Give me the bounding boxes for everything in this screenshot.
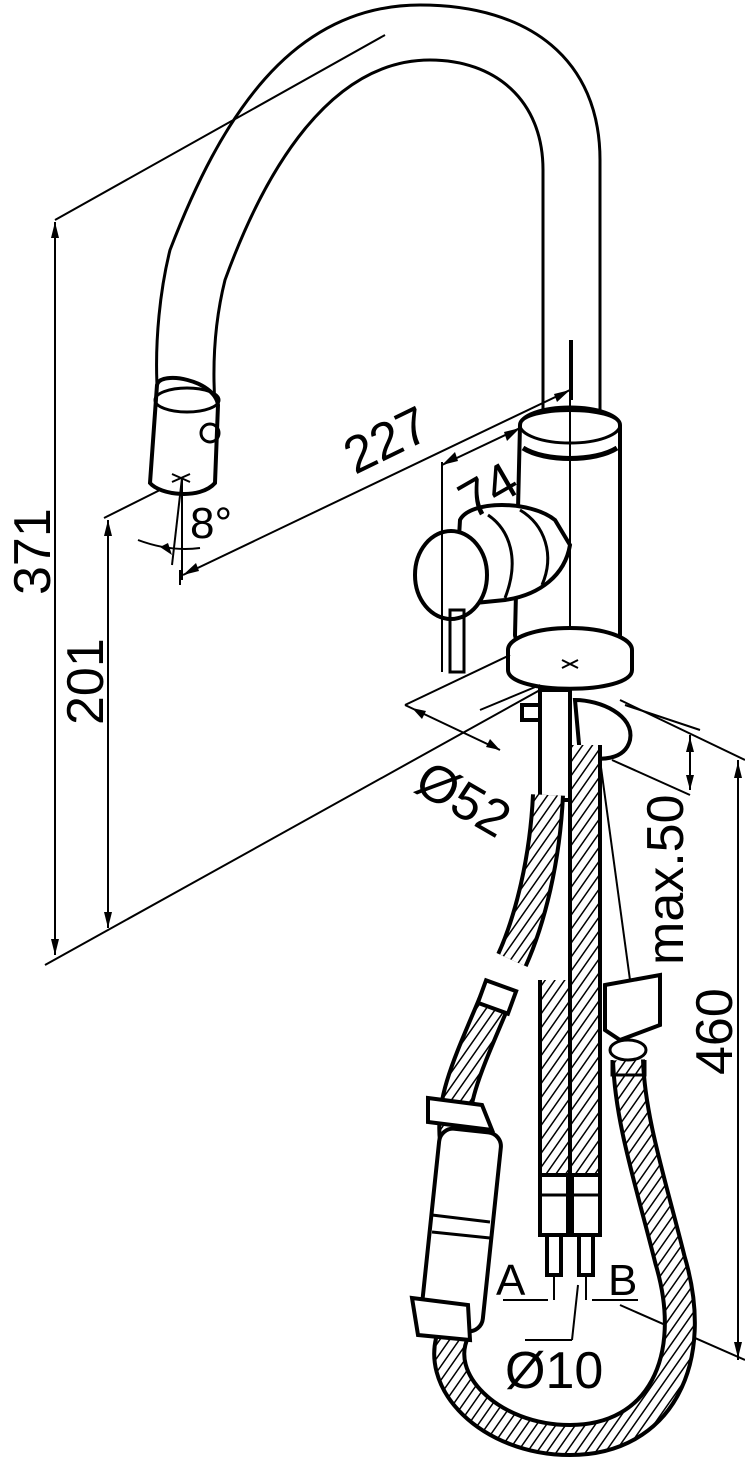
label-connection-b: B [608, 1256, 637, 1305]
label-connection-a: A [496, 1256, 526, 1305]
dimension-angle [137, 477, 201, 580]
connection-dimensions [503, 1284, 638, 1341]
dimension-label-max50: max.50 [637, 794, 695, 965]
dimension-371 [44, 34, 541, 966]
hose-weight [409, 1095, 503, 1343]
dimension-label-angle: 8° [190, 499, 232, 548]
spout [147, 3, 602, 496]
hose-clip [599, 759, 662, 1077]
dimension-label-227: 227 [335, 396, 438, 486]
dimension-227 [179, 340, 573, 585]
dimension-label-201: 201 [57, 638, 115, 725]
dimension-label-diameter-52: Ø52 [406, 750, 520, 849]
dimension-label-460: 460 [686, 988, 744, 1075]
dimension-label-diameter-10: Ø10 [505, 1342, 603, 1400]
faucet-body [413, 340, 634, 710]
supply-hoses [538, 745, 602, 1300]
dimension-label-371: 371 [4, 508, 62, 595]
dimension-460 [619, 699, 745, 1361]
dimension-201 [103, 489, 161, 928]
dimension-diameter-52 [404, 654, 541, 751]
